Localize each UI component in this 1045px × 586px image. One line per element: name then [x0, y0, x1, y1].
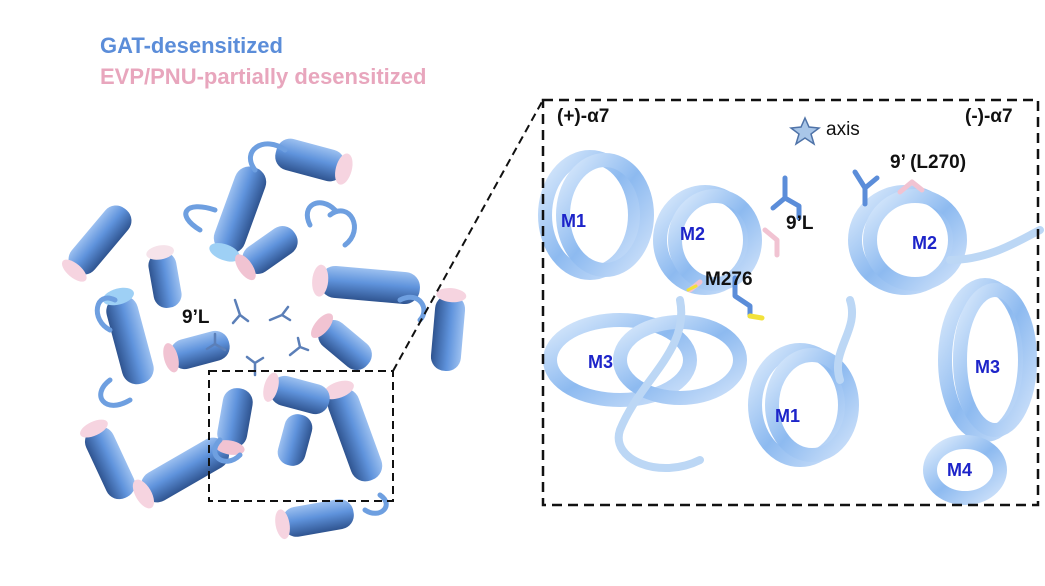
helix-cylinder: [163, 330, 230, 373]
helix-label-right-m2: M2: [912, 233, 938, 253]
helix-cylinder: [209, 166, 267, 262]
loop-ribbons-zoom: [614, 226, 1044, 472]
star-icon: [789, 116, 821, 146]
zoom-panel-frame: [541, 98, 1040, 507]
helix-label-right-m3: M3: [975, 357, 1001, 377]
helix-label-left-m3: M3: [588, 352, 614, 372]
helix-cylinder: [235, 226, 298, 281]
helix-cylinder: [323, 380, 383, 482]
legend-gat-desensitized: GAT-desensitized: [100, 33, 283, 58]
legend-evp-pnu-partially-desensitized: EVP/PNU-partially desensitized: [100, 64, 427, 89]
loop-ribbons: [94, 141, 427, 516]
zoom-region-box: [208, 370, 394, 502]
helix-cylinder: [275, 499, 354, 540]
residue-sticks: [686, 169, 925, 321]
helix-cylinder: [310, 313, 372, 371]
overview-9l-label: 9’L: [182, 307, 210, 328]
helix-cylinder: [80, 419, 136, 500]
helix-coil-center-m1: [748, 343, 859, 467]
helix-coils: [538, 150, 1037, 505]
helix-cylinder: [275, 138, 353, 185]
residue-label-9l-left: 9’L: [786, 213, 814, 234]
pentamer-overview: 9’L: [61, 138, 467, 540]
helix-cylinder: [132, 437, 230, 509]
helix-label-left-m2: M2: [680, 224, 706, 244]
zoom-connector-top: [392, 99, 544, 372]
right-subunit-label: (-)-α7: [965, 106, 1013, 127]
helix-cylinder: [277, 414, 313, 466]
helix-cylinder: [430, 288, 467, 371]
helix-coil-right-m2: [848, 185, 967, 295]
helix-label-left-m1: M1: [561, 211, 587, 231]
helix-coil-left-m2: [653, 185, 762, 295]
helix-coil-left-m1: [538, 150, 654, 280]
helix-label-center-m1: M1: [775, 406, 801, 426]
residue-label-m276: M276: [705, 269, 753, 290]
residue-label-9l-l270: 9’ (L270): [890, 152, 967, 173]
helix-cylinder: [61, 205, 132, 282]
helix-coil-right-m3: [938, 278, 1037, 442]
helix-cylinder: [102, 287, 154, 385]
helix-cylinder: [146, 245, 182, 308]
helix-cylinder: [263, 372, 330, 415]
helix-cylinder: [214, 388, 253, 455]
helix-cylinder: [312, 264, 420, 305]
left-subunit-label: (+)-α7: [557, 106, 610, 127]
axis-label: axis: [826, 119, 860, 140]
zoom-panel: [538, 98, 1044, 507]
side-chains: [205, 298, 310, 377]
helix-label-right-m4: M4: [947, 460, 973, 480]
helix-coil-right-m4: [923, 435, 1007, 505]
